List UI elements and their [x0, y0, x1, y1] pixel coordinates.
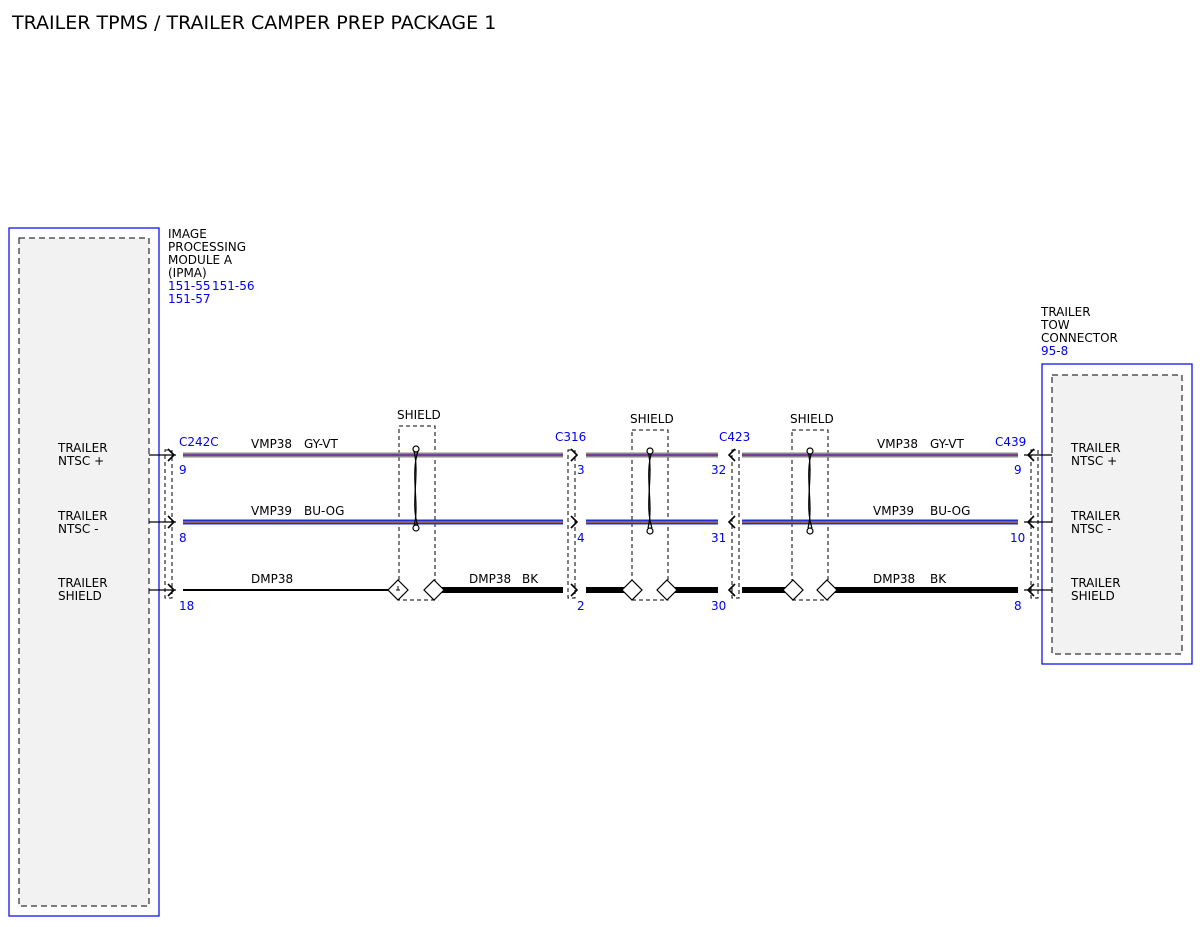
wire-label-row1-right-circuit: VMP38 [877, 437, 918, 451]
drain-diamond-5 [782, 579, 804, 601]
c316-pin-arrow-1 [570, 448, 579, 462]
wire-label-row3-right-circuit: DMP38 [873, 572, 915, 586]
row3-wires [183, 579, 1018, 601]
c423-pin-2: 31 [711, 531, 726, 545]
drain-diamond-6 [816, 579, 838, 601]
c242c-pin-2: 8 [179, 531, 187, 545]
wire-label-row2-left-color: BU-OG [304, 504, 344, 518]
c316-pin-arrow-2 [570, 515, 579, 529]
left-module-ref-2[interactable]: 151-56 [212, 279, 255, 293]
twist-1 [412, 445, 420, 532]
right-module-ref[interactable]: 95-8 [1041, 344, 1068, 358]
left-module: IMAGE PROCESSING MODULE A (IPMA) 151-55 … [8, 227, 255, 917]
c423-pin-1: 32 [711, 463, 726, 477]
shield-box-2 [631, 429, 669, 601]
shield-twists [412, 445, 814, 535]
shield-box-3 [791, 429, 829, 601]
twist-3 [806, 447, 814, 535]
left-module-body [18, 237, 150, 907]
left-pin-label-2b: NTSC - [58, 522, 98, 536]
right-module: TRAILER TOW CONNECTOR 95-8 TRAILER NTSC … [1040, 305, 1193, 665]
right-module-name-3: CONNECTOR [1041, 331, 1118, 345]
left-module-ref-3[interactable]: 151-57 [168, 292, 211, 306]
left-module-name-4: (IPMA) [168, 266, 207, 280]
left-pin-label-3b: SHIELD [58, 589, 102, 603]
right-pin-label-2b: NTSC - [1071, 522, 1111, 536]
pin-arrows [167, 448, 1035, 597]
twist-2 [646, 447, 654, 535]
right-pin-label-1b: NTSC + [1071, 454, 1117, 468]
right-pin-label-1a: TRAILER [1070, 441, 1121, 455]
left-pin-label-2a: TRAILER [57, 509, 108, 523]
wire-label-row1-right-color: GY-VT [930, 437, 964, 451]
drain-diamond-1 [387, 579, 409, 601]
left-pin-label-1b: NTSC + [58, 454, 104, 468]
right-pin-label-3b: SHIELD [1071, 589, 1115, 603]
right-pin-label-3a: TRAILER [1070, 576, 1121, 590]
c242c-pin-1: 9 [179, 463, 187, 477]
c242c-pin-arrow-3 [167, 583, 176, 597]
c439-pin-arrow-1 [1026, 448, 1035, 462]
c423-pin-arrow-1 [727, 448, 736, 462]
left-module-name-1: IMAGE [168, 227, 207, 241]
right-pin-label-2a: TRAILER [1070, 509, 1121, 523]
shield-label-3: SHIELD [790, 412, 834, 426]
wire-label-row1-left-circuit: VMP38 [251, 437, 292, 451]
drain-diamond-3 [621, 579, 643, 601]
c242c-pin-3: 18 [179, 599, 194, 613]
shield-boxes [398, 425, 829, 601]
right-module-name-2: TOW [1040, 318, 1070, 332]
c316-pin-arrow-3 [570, 583, 579, 597]
connector-c242c[interactable]: C242C [179, 435, 219, 449]
drain-diamond-4 [656, 579, 678, 601]
shield-label-1: SHIELD [397, 408, 441, 422]
c316-pin-2: 4 [577, 531, 585, 545]
right-module-body [1051, 374, 1183, 655]
wire-label-row3-mid-color: BK [522, 572, 539, 586]
shield-box-1 [398, 425, 436, 601]
left-module-name-3: MODULE A [168, 253, 233, 267]
c439-pin-arrow-2 [1026, 515, 1035, 529]
c439-pin-1: 9 [1014, 463, 1022, 477]
c316-pin-3: 2 [577, 599, 585, 613]
wire-label-row3-right-color: BK [930, 572, 947, 586]
c423-pin-3: 30 [711, 599, 726, 613]
left-pin-label-3a: TRAILER [57, 576, 108, 590]
c439-pin-arrow-3 [1026, 583, 1035, 597]
wire-label-row3-left-circuit: DMP38 [251, 572, 293, 586]
c423-pin-arrow-3 [727, 583, 736, 597]
c316-pin-1: 3 [577, 463, 585, 477]
drain-diamond-2 [423, 579, 445, 601]
c242c-pin-arrow-2 [167, 515, 176, 529]
c439-outline [1030, 449, 1039, 599]
wire-label-row3-mid-circuit: DMP38 [469, 572, 511, 586]
diagram-title: TRAILER TPMS / TRAILER CAMPER PREP PACKA… [11, 12, 496, 34]
c423-outline [731, 449, 740, 599]
left-pin-label-1a: TRAILER [57, 441, 108, 455]
connector-c316[interactable]: C316 [555, 430, 586, 444]
c242c-pin-arrow-1 [167, 448, 176, 462]
right-module-name-1: TRAILER [1040, 305, 1091, 319]
wire-label-row2-right-color: BU-OG [930, 504, 970, 518]
left-module-name-2: PROCESSING [168, 240, 246, 254]
shield-label-2: SHIELD [630, 412, 674, 426]
c423-pin-arrow-2 [727, 515, 736, 529]
wire-label-row2-left-circuit: VMP39 [251, 504, 292, 518]
wire-label-row2-right-circuit: VMP39 [873, 504, 914, 518]
left-module-ref-1[interactable]: 151-55 [168, 279, 211, 293]
connector-c439[interactable]: C439 [995, 435, 1026, 449]
c439-pin-3: 8 [1014, 599, 1022, 613]
c439-pin-2: 10 [1010, 531, 1025, 545]
wire-label-row1-left-color: GY-VT [304, 437, 338, 451]
connector-c423[interactable]: C423 [719, 430, 750, 444]
